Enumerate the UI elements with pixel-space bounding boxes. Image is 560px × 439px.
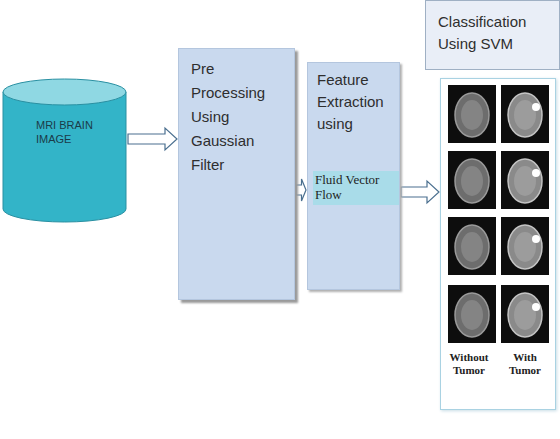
block-arrow	[128, 128, 177, 150]
brain-scan	[448, 151, 496, 209]
method-box: Fluid Vector Flow	[313, 171, 399, 205]
panel-label-row: Without TumorWith Tumor	[441, 351, 555, 377]
cylinder-shape	[2, 78, 127, 223]
process-box: Pre Processing Using Gaussian Filter	[178, 48, 295, 300]
process-box: Feature Extraction usingFluid Vector Flo…	[307, 62, 400, 290]
node-label: MRI BRAIN IMAGE	[36, 118, 106, 146]
brain-scan	[448, 85, 496, 143]
column-label: Without Tumor	[441, 351, 497, 377]
brain-scan-tumor	[501, 85, 549, 143]
database-cylinder: MRI BRAIN IMAGE	[2, 78, 127, 223]
brain-scan-tumor	[501, 151, 549, 209]
brain-scan-tumor	[501, 217, 549, 275]
node-label: Pre Processing Using Gaussian Filter	[191, 57, 271, 177]
classifier-box: Classification Using SVM	[425, 0, 560, 70]
brain-scan-tumor	[501, 285, 549, 343]
node-label: Classification Using SVM	[438, 11, 553, 55]
brain-scan	[448, 217, 496, 275]
column-label: With Tumor	[497, 351, 553, 377]
node-label: Feature Extraction using	[317, 69, 395, 135]
result-panel: Without TumorWith Tumor	[440, 78, 556, 410]
cylinder-body	[3, 92, 126, 222]
brain-scan	[448, 285, 496, 343]
block-arrow	[296, 179, 306, 201]
node-label: Fluid Vector Flow	[315, 172, 397, 202]
cylinder-top	[3, 79, 126, 105]
block-arrow	[401, 181, 439, 203]
